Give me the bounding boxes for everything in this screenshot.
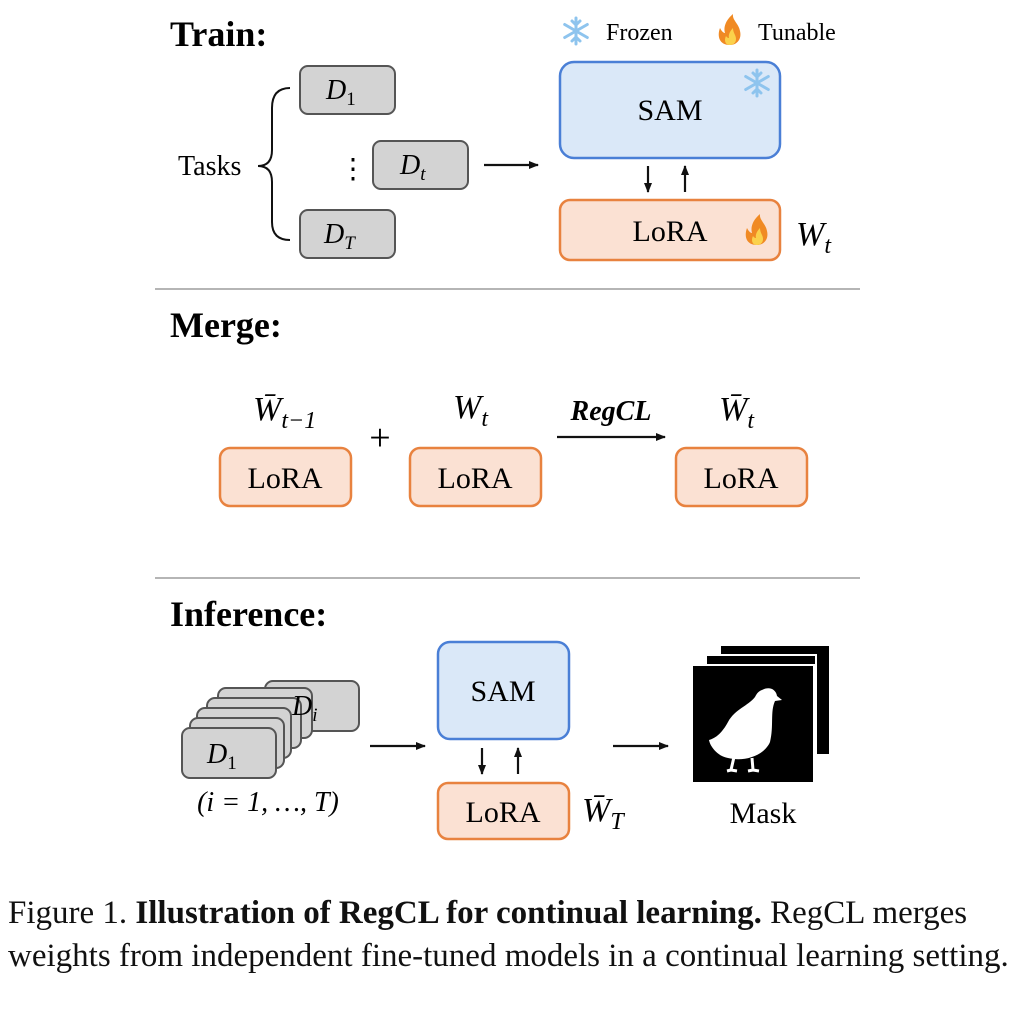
regcl-method-label: RegCL	[570, 396, 652, 427]
dataset-stack	[181, 680, 360, 779]
dataset-dt-box	[372, 140, 469, 190]
lora-box-current	[408, 446, 543, 508]
lora-box-merged	[674, 446, 809, 508]
dataset-d1-box	[299, 65, 396, 115]
lora-box-train	[558, 198, 782, 262]
sam-box-inference	[436, 640, 571, 741]
train-weight-label: Wt	[796, 216, 832, 259]
tasks-brace	[257, 87, 291, 241]
legend-frozen: Frozen	[606, 20, 673, 46]
lora-box-inference	[436, 781, 571, 841]
merged-weight-label: W̄t	[719, 391, 755, 434]
caption-bold: Illustration of RegCL for continual lear…	[135, 895, 762, 931]
caption-text: RegCL merges weights from independent fi…	[8, 895, 1009, 974]
dataset-di-label: Di	[291, 691, 318, 726]
plus-sign: +	[369, 417, 390, 459]
prev-weight-label: W̄t−1	[253, 391, 316, 434]
tasks-label: Tasks	[178, 151, 241, 182]
index-range: (i = 1, …, T)	[197, 787, 339, 818]
lora-label-current: LoRA	[438, 462, 513, 495]
dataset-d1-label-inf: D1	[206, 739, 237, 774]
sam-label-train: SAM	[637, 94, 702, 127]
regcl-diagram: Frozen Tunable Train: Tasks D1 ⋮ Dt DT S…	[155, 14, 860, 841]
sam-box-train	[558, 60, 782, 160]
merge-title: Merge:	[170, 305, 282, 345]
dataset-dT-label: DT	[323, 219, 356, 254]
dataset-d1-label: D1	[325, 75, 356, 110]
vertical-ellipsis: ⋮	[339, 154, 367, 185]
caption-prefix: Figure 1.	[8, 895, 136, 931]
figure-caption: Figure 1. Illustration of RegCL for cont…	[8, 892, 1012, 978]
mask-label: Mask	[730, 797, 797, 830]
legend-tunable: Tunable	[758, 20, 836, 46]
sam-label-inference: SAM	[470, 675, 535, 708]
inference-title: Inference:	[170, 594, 327, 634]
lora-label-merged: LoRA	[704, 462, 779, 495]
lora-label-prev: LoRA	[248, 462, 323, 495]
lora-label-train: LoRA	[633, 215, 708, 248]
lora-box-prev	[218, 446, 353, 508]
flame-icon	[718, 14, 741, 45]
dataset-dt-label: Dt	[399, 150, 426, 185]
lora-label-inference: LoRA	[466, 796, 541, 829]
final-weight-label: W̄T	[582, 792, 625, 835]
snowflake-icon	[563, 16, 589, 46]
bird-silhouette-icon	[709, 688, 782, 773]
cur-weight-label: Wt	[453, 389, 489, 432]
train-title: Train:	[170, 14, 267, 54]
dataset-dT-box	[299, 209, 396, 259]
